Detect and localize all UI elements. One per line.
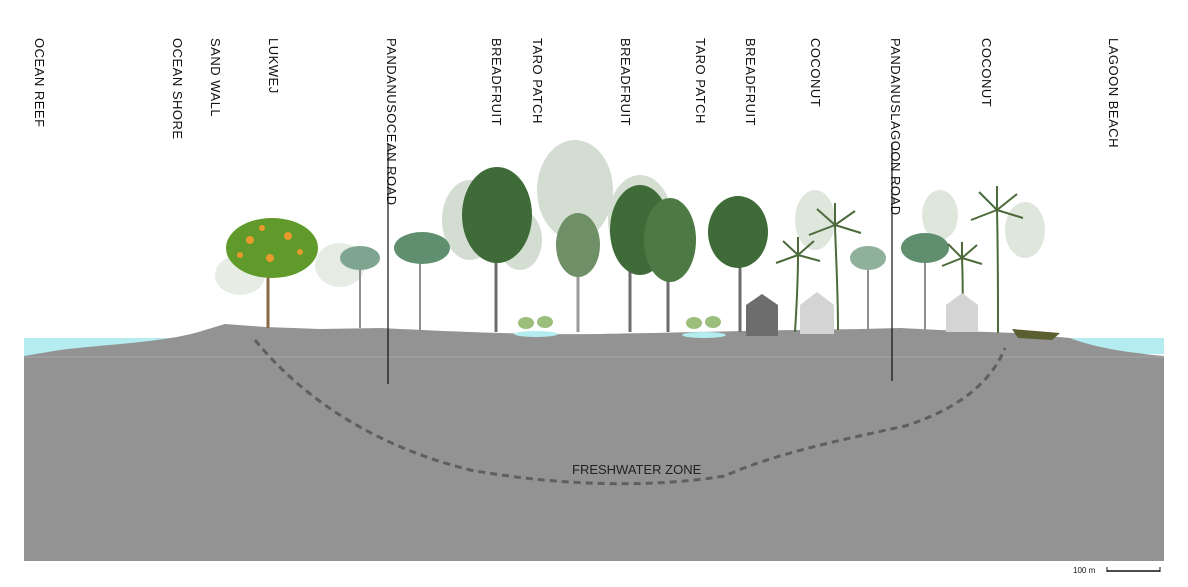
breadfruit-tree-faded: [556, 213, 600, 332]
label-breadfruit-2: BREADFRUIT: [618, 38, 633, 127]
scale-label: 100 m: [1073, 566, 1096, 575]
label-coconut-2: COCONUT: [979, 38, 994, 108]
canoe: [1012, 329, 1060, 340]
freshwater-zone-label: FRESHWATER ZONE: [572, 462, 702, 477]
label-lukwej: LUKWEJ: [266, 38, 281, 94]
breadfruit-tree-3: [708, 196, 768, 332]
house-faded-2: [946, 293, 978, 332]
freshwater-zone-boundary: [253, 339, 1007, 486]
lukwej-tree: [226, 218, 318, 328]
taro-patch-2: [682, 316, 726, 338]
label-taro-patch-1: TARO PATCH: [530, 38, 545, 124]
label-sand-wall: SAND WALL: [208, 38, 223, 118]
house-faded-1: [800, 292, 834, 334]
label-lagoon-beach: LAGOON BEACH: [1106, 38, 1121, 149]
coconut-palms-1: [775, 203, 862, 333]
pandanus-trees-ocean: [340, 232, 450, 330]
pandanus-trees-lagoon: [850, 233, 949, 330]
label-ocean-shore: OCEAN SHORE: [170, 38, 185, 140]
breadfruit-tree-2: [610, 185, 696, 332]
label-coconut-1: COCONUT: [808, 38, 823, 108]
label-breadfruit-3: BREADFRUIT: [743, 38, 758, 127]
breadfruit-tree-1: [462, 167, 532, 332]
label-taro-patch-2: TARO PATCH: [693, 38, 708, 124]
label-breadfruit-1: BREADFRUIT: [489, 38, 504, 127]
taro-patch-1: [514, 316, 558, 337]
label-ocean-reef: OCEAN REEF: [32, 38, 47, 128]
scale-bar: [1106, 567, 1161, 572]
house-dark: [746, 294, 778, 336]
ground-section: [24, 324, 1164, 561]
